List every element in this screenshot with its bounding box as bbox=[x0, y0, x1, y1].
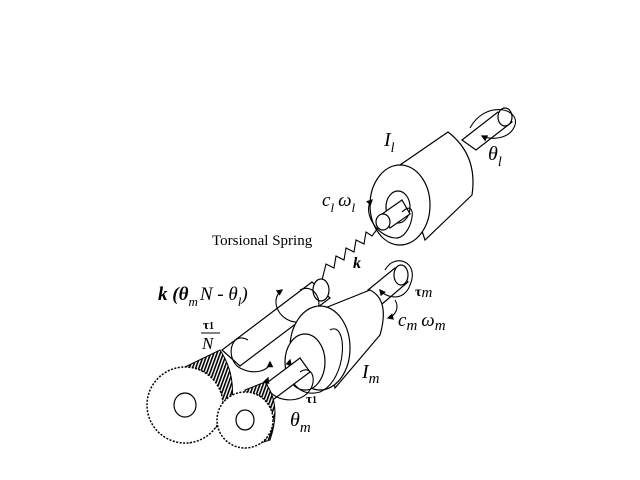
motor-damping-arrow bbox=[386, 299, 398, 320]
motor-inertia-cylinder bbox=[284, 289, 384, 391]
motor-torque-label: τm bbox=[415, 285, 432, 301]
small-gear bbox=[216, 381, 276, 449]
motor-torque-arrow bbox=[379, 260, 413, 298]
load-damping-arrow bbox=[365, 199, 413, 239]
gear-ratio-numerator: τ1 bbox=[203, 317, 214, 332]
gear-ratio-torque-arrow bbox=[230, 337, 274, 373]
load-angle-arrow bbox=[469, 109, 516, 142]
gear-torque-label: τ1 bbox=[306, 391, 317, 406]
motor-inertia-label: Im bbox=[361, 361, 380, 387]
gear-ratio-denominator: N bbox=[201, 334, 215, 353]
load-shaft-right bbox=[460, 107, 514, 151]
gear-ratio-torque-label: τ1 N bbox=[201, 317, 220, 353]
load-shaft-left bbox=[375, 199, 411, 231]
load-inertia-label: Il bbox=[383, 129, 395, 156]
spring-constant-label: k bbox=[353, 255, 361, 272]
torsional-spring bbox=[317, 227, 379, 289]
motor-angle-label: θm bbox=[290, 409, 311, 436]
load-angle-label: θl bbox=[488, 143, 502, 170]
torsional-spring-label: Torsional Spring bbox=[212, 233, 313, 249]
